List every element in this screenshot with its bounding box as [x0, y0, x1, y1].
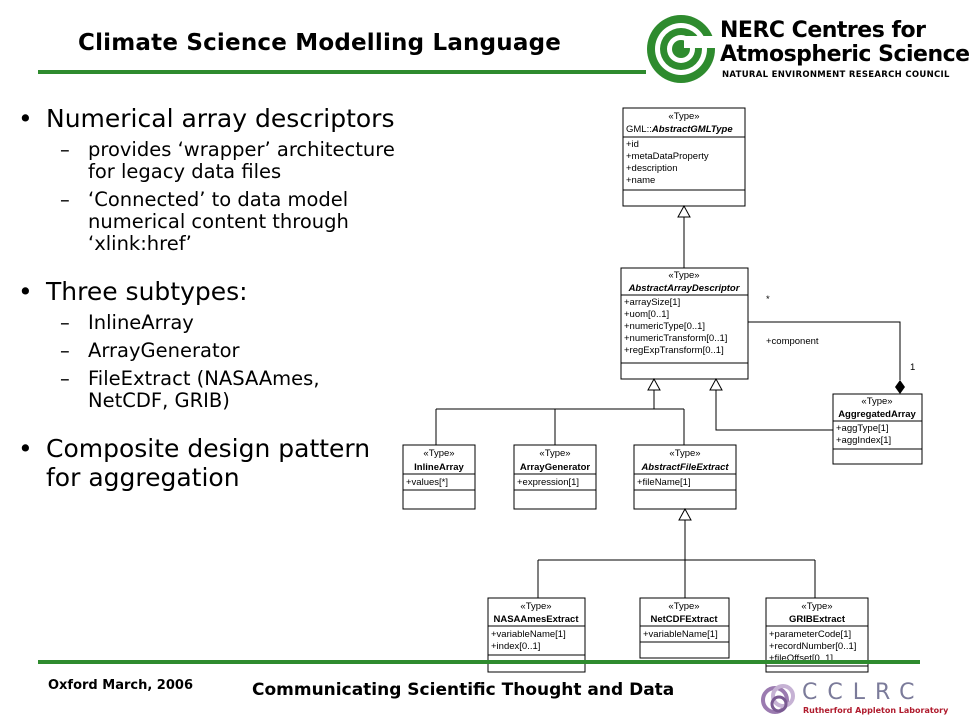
sub-bullet-text: ‘Connected’ to data model numerical cont…: [88, 188, 349, 255]
bullet-three-subtypes: Three subtypes:: [18, 277, 400, 306]
class-name: InlineArray: [414, 462, 464, 473]
attribute: +values[*]: [406, 477, 448, 488]
cclrc-logo: CCLRC Rutherford Appleton Laboratory: [760, 680, 948, 720]
multiplicity-one: 1: [910, 362, 915, 373]
attribute: +description: [626, 163, 678, 174]
attribute: +uom[0..1]: [624, 309, 669, 320]
generalization-arrow: [647, 377, 661, 391]
stereotype-label: «Type»: [539, 448, 570, 459]
class-grib-extract: «Type» GRIBExtract +parameterCode[1] +re…: [765, 597, 869, 673]
attribute: +metaDataProperty: [626, 151, 709, 162]
dash-marker: –: [60, 188, 70, 211]
sub-bullet: –‘Connected’ to data model numerical con…: [18, 189, 400, 255]
attribute: +numericType[0..1]: [624, 321, 705, 332]
attribute: +fileOffset[0..1]: [769, 653, 833, 664]
attribute: +numericTransform[0..1]: [624, 333, 727, 344]
stereotype-label: «Type»: [801, 601, 832, 612]
attribute: +name: [626, 175, 655, 186]
dash-marker: –: [60, 339, 70, 362]
uml-class-diagram: «Type» GML::AbstractGMLType +id +metaDat…: [402, 107, 923, 673]
nerc-swirl-icon: [647, 15, 716, 83]
attribute: +index[0..1]: [491, 641, 540, 652]
class-name: GML::AbstractGMLType: [626, 124, 733, 135]
dash-marker: –: [60, 367, 70, 390]
composition-diamond: [895, 380, 905, 394]
stereotype-label: «Type»: [669, 448, 700, 459]
association-role: +component: [766, 336, 819, 347]
class-abstract-file-extract: «Type» AbstractFileExtract +fileName[1]: [633, 444, 737, 510]
class-name: ArrayGenerator: [520, 462, 591, 473]
bullet-composite-pattern: Composite design pattern for aggregation: [18, 434, 400, 492]
cclrc-emblem-icon: [761, 684, 795, 714]
class-abstract-gml-type: «Type» GML::AbstractGMLType +id +metaDat…: [622, 107, 746, 207]
stereotype-label: «Type»: [520, 601, 551, 612]
sub-bullet-text: provides ‘wrapper’ architecture for lega…: [88, 138, 395, 183]
class-name: GRIBExtract: [789, 614, 846, 625]
attribute: +id: [626, 139, 639, 150]
attribute: +variableName[1]: [491, 629, 566, 640]
logo-line-1: NERC Centres for: [720, 18, 926, 43]
class-nasa-ames-extract: «Type» NASAAmesExtract +variableName[1] …: [487, 597, 586, 673]
attribute: +regExpTransform[0..1]: [624, 345, 724, 356]
stereotype-label: «Type»: [668, 270, 699, 281]
cclrc-wordmark: CCLRC: [802, 680, 925, 705]
stereotype-label: «Type»: [423, 448, 454, 459]
class-array-generator: «Type» ArrayGenerator +expression[1]: [513, 444, 597, 510]
class-abstract-array-descriptor: «Type» AbstractArrayDescriptor +arraySiz…: [620, 267, 749, 380]
logo-line-2: Atmospheric Science: [720, 42, 970, 67]
attribute: +variableName[1]: [643, 629, 718, 640]
sub-bullet: –FileExtract (NASAAmes, NetCDF, GRIB): [18, 368, 400, 412]
class-aggregated-array: «Type» AggregatedArray +aggType[1] +aggI…: [832, 393, 923, 465]
class-inline-array: «Type» InlineArray +values[*]: [402, 444, 476, 510]
sub-bullet: –InlineArray: [18, 312, 400, 334]
multiplicity-many: *: [766, 294, 770, 305]
attribute: +arraySize[1]: [624, 297, 680, 308]
bullet-list: Numerical array descriptors –provides ‘w…: [18, 104, 400, 492]
class-netcdf-extract: «Type» NetCDFExtract +variableName[1]: [639, 597, 730, 659]
dash-marker: –: [60, 311, 70, 334]
attribute: +aggType[1]: [836, 423, 889, 434]
nerc-logo: NERC Centres for Atmospheric Science NAT…: [646, 14, 970, 84]
footer-date: Oxford March, 2006: [48, 678, 193, 693]
logo-subtitle: NATURAL ENVIRONMENT RESEARCH COUNCIL: [722, 70, 950, 80]
footer-divider: [38, 660, 920, 664]
attribute: +parameterCode[1]: [769, 629, 851, 640]
sub-bullet-text: FileExtract (NASAAmes, NetCDF, GRIB): [88, 367, 320, 412]
stereotype-label: «Type»: [668, 601, 699, 612]
class-name: NetCDFExtract: [650, 614, 718, 625]
stereotype-label: «Type»: [668, 111, 699, 122]
footer-title: Communicating Scientific Thought and Dat…: [252, 680, 675, 700]
dash-marker: –: [60, 138, 70, 161]
class-name: AbstractArrayDescriptor: [628, 283, 741, 294]
slide-title: Climate Science Modelling Language: [78, 30, 562, 56]
attribute: +aggIndex[1]: [836, 435, 891, 446]
attribute: +recordNumber[0..1]: [769, 641, 856, 652]
class-name: NASAAmesExtract: [493, 614, 579, 625]
cclrc-subtitle: Rutherford Appleton Laboratory: [803, 706, 949, 715]
sub-bullet: –provides ‘wrapper’ architecture for leg…: [18, 139, 400, 183]
sub-bullet-text: ArrayGenerator: [88, 339, 240, 362]
attribute: +expression[1]: [517, 477, 579, 488]
stereotype-label: «Type»: [861, 396, 892, 407]
title-divider: [38, 70, 646, 74]
generalization-arrow: [677, 204, 691, 218]
attribute: +fileName[1]: [637, 477, 691, 488]
sub-bullet-text: InlineArray: [88, 311, 194, 334]
generalization-arrow: [678, 507, 692, 521]
sub-bullet: –ArrayGenerator: [18, 340, 400, 362]
generalization-arrow: [709, 377, 723, 391]
class-name: AggregatedArray: [838, 409, 916, 420]
class-name: AbstractFileExtract: [640, 462, 729, 473]
bullet-numerical-array: Numerical array descriptors: [18, 104, 400, 133]
